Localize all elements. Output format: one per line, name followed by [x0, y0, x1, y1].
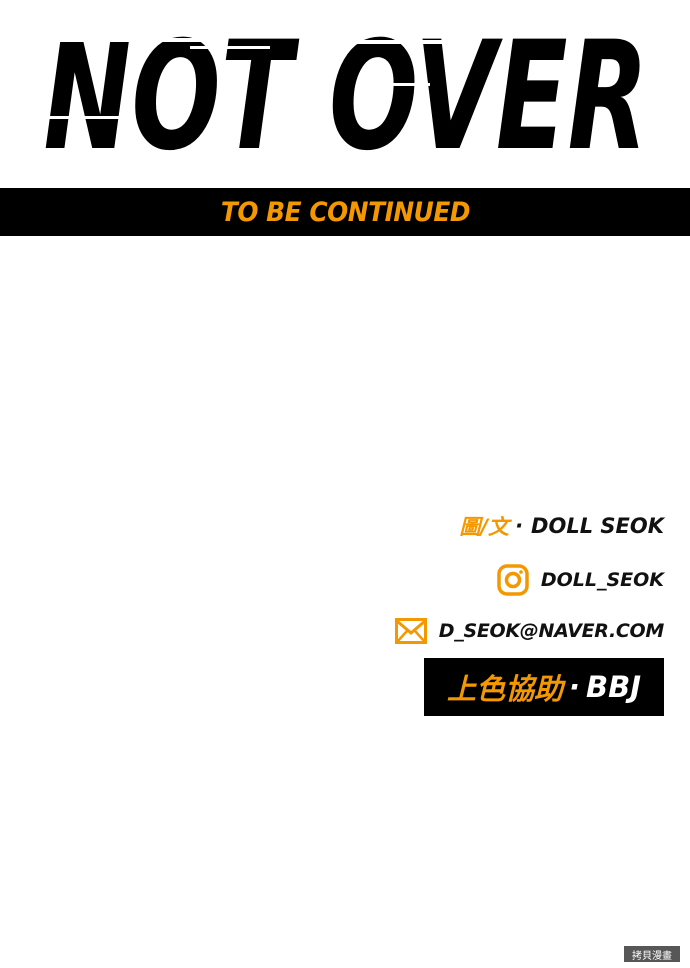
continued-text: TO BE CONTINUED	[220, 196, 470, 228]
author-separator: ·	[515, 514, 524, 538]
glitch-streak	[370, 83, 430, 86]
credits-block: 圖/文 · DOLL SEOK DOLL_SEOK D_SEOK@NAVER.C…	[264, 505, 664, 653]
glitch-streak	[190, 46, 270, 49]
author-label: 圖/文	[459, 515, 510, 539]
title-logo: NOT OVER	[40, 28, 649, 158]
email-address: D_SEOK@NAVER.COM	[438, 620, 665, 642]
watermark: 拷貝漫畫	[624, 946, 680, 962]
author-name: DOLL SEOK	[531, 514, 664, 538]
envelope-icon	[394, 618, 427, 644]
author-credit: 圖/文 · DOLL SEOK	[264, 505, 664, 547]
glitch-streak	[340, 40, 460, 44]
continued-banner: TO BE CONTINUED	[0, 188, 690, 236]
coloring-name: BBJ	[586, 670, 642, 704]
glitch-streak	[40, 116, 130, 119]
coloring-separator: ·	[568, 670, 581, 704]
instagram-icon	[497, 564, 529, 596]
instagram-credit: DOLL_SEOK	[264, 555, 664, 605]
coloring-credit: 上色協助 · BBJ	[424, 658, 664, 716]
title-text: NOT OVER	[44, 28, 649, 158]
coloring-label: 上色協助	[446, 672, 563, 706]
glitch-streak	[60, 38, 210, 42]
email-credit: D_SEOK@NAVER.COM	[264, 609, 664, 653]
instagram-handle: DOLL_SEOK	[540, 569, 664, 591]
